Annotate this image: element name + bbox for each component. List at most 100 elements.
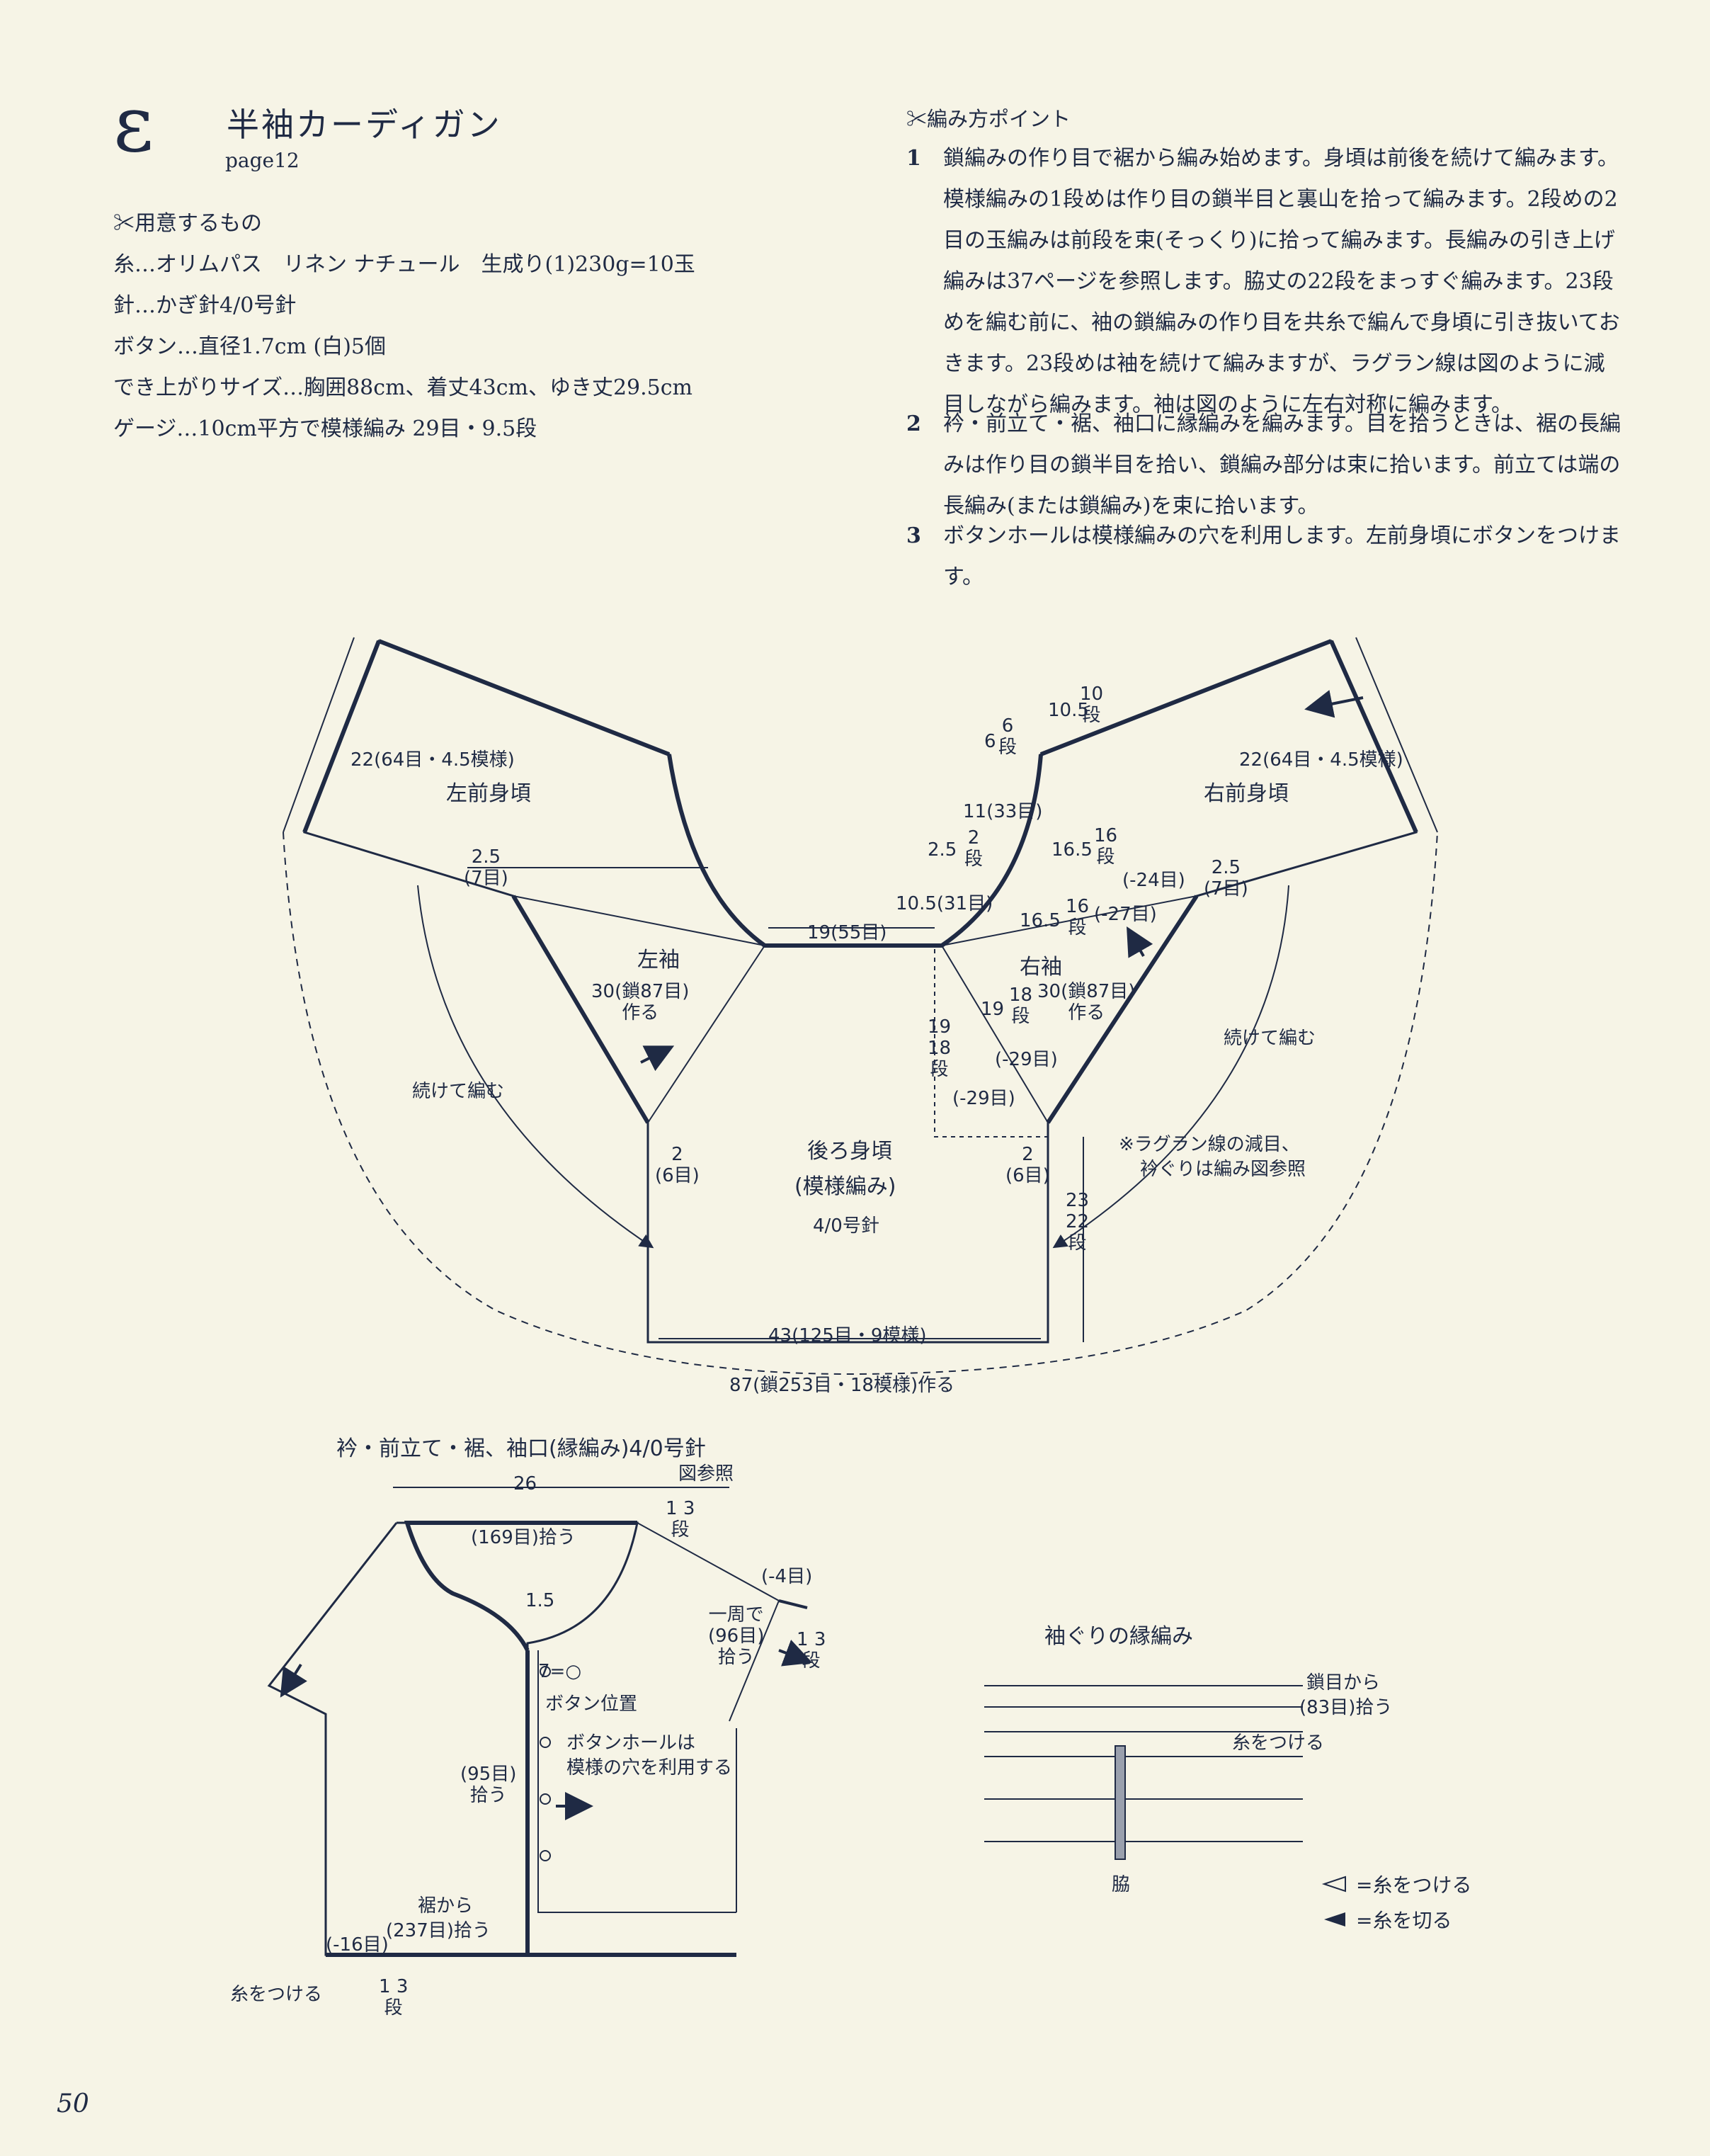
dim-count: 1 xyxy=(797,1629,809,1650)
dim-unit: 段 xyxy=(1068,1232,1087,1254)
dim-m29-b: (-29目) xyxy=(952,1088,1015,1109)
label-left-sleeve: 左袖 xyxy=(637,948,680,972)
dim-unit: 段 xyxy=(1096,846,1115,868)
dim-unit: 段 xyxy=(964,849,984,870)
dim-note: 作る xyxy=(1068,1002,1105,1023)
left-front-top xyxy=(377,639,671,756)
dim-sts: 30(鎖87目) xyxy=(1037,981,1136,1002)
note-neckline: 衿ぐりは編み図参照 xyxy=(1140,1159,1306,1180)
back-right-dim: 2(6目) xyxy=(1005,1144,1050,1186)
page-reference: page12 xyxy=(225,149,300,172)
edging-cuff-round: 一周で(96目)拾う xyxy=(708,1604,764,1668)
edging-width: 26 xyxy=(513,1473,537,1494)
attach-symbol xyxy=(1321,1876,1346,1893)
dim-rows: 6 xyxy=(1001,715,1014,737)
point-number: 1 xyxy=(906,146,921,171)
edging-hem-b: (237目)拾う xyxy=(386,1920,491,1941)
label-back: 後ろ身頃 xyxy=(807,1139,892,1164)
edging-buttonhole-a: ボタンホールは xyxy=(566,1732,696,1754)
legend-cut: =糸を切る xyxy=(1356,1909,1452,1932)
dim-sts: (6目) xyxy=(1005,1165,1050,1186)
dim-m27: (-27目) xyxy=(1094,904,1157,925)
raglan-left-sleeve xyxy=(511,895,650,1124)
dim-m24: (-24目) xyxy=(1122,870,1185,891)
dim-sts: 30(鎖87目) xyxy=(591,981,690,1002)
right-front-top xyxy=(1039,639,1333,756)
edging-hem-dec: (-16目) xyxy=(326,1934,389,1956)
pattern-title: 半袖カーディガン xyxy=(227,106,502,144)
edging-buttonhole-b: 模様の穴を利用する xyxy=(566,1757,733,1778)
dim-unit: 段 xyxy=(1082,705,1101,726)
dim-2-5: 2.5 xyxy=(928,839,957,861)
dim-rows: 16 xyxy=(1094,825,1118,846)
materials-buttons: ボタン…直径1.7cm (白)5個 xyxy=(113,334,386,359)
pattern-letter: ε xyxy=(113,79,154,169)
dim-11: 11(33目) xyxy=(963,801,1043,822)
cut-symbol xyxy=(1324,1912,1345,1927)
edging-title: 衿・前立て・裾、袖口(縁編み)4/0号針 xyxy=(336,1436,706,1461)
dim-count: 1 xyxy=(666,1498,678,1519)
dim-sts: (95目) xyxy=(460,1764,517,1785)
button-marker xyxy=(540,1793,551,1805)
point-number: 2 xyxy=(906,412,921,436)
label-right-front: 右前身頃 xyxy=(1204,781,1289,806)
edging-front-pick: (95目)拾う xyxy=(460,1764,516,1806)
rf-side-dim: 2.5(7目) xyxy=(1204,857,1248,900)
lf-side-dim: 2.5(7目) xyxy=(464,846,508,889)
materials-size: でき上がりサイズ…胸囲88cm、着丈43cm、ゆき丈29.5cm xyxy=(113,375,692,400)
dim-sts: (96目) xyxy=(708,1625,765,1647)
dim-note: 拾う xyxy=(469,1785,507,1806)
dim-note: 作る xyxy=(622,1002,659,1023)
dim-19-a: 19 xyxy=(981,999,1005,1020)
point-number: 3 xyxy=(906,523,921,548)
point-2: 2 衿・前立て・裾、袖口に縁編みを編みます。目を拾うときは、裾の長編みは作り目の… xyxy=(906,404,1621,527)
dim-cm: 2.5 xyxy=(471,846,501,868)
dim-16-5-b: 16.5 xyxy=(1020,910,1061,931)
point-text: ボタンホールは模様編みの穴を利用します。左前身頃にボタンをつけます。 xyxy=(943,523,1621,589)
dim-unit: 段 xyxy=(930,1059,949,1080)
back-left-dim: 2(6目) xyxy=(655,1144,700,1186)
right-front-edge xyxy=(1329,640,1418,834)
dim-cm: 2 xyxy=(671,1144,683,1165)
rs-length: 30(鎖87目)作る xyxy=(1037,981,1135,1023)
dim-rows: 2 xyxy=(967,827,980,849)
dim-6: 6 xyxy=(984,731,996,752)
dim-unit: 段 xyxy=(1068,917,1087,938)
back-neck-dim: 19(55目) xyxy=(807,922,887,943)
label-right-sleeve: 右袖 xyxy=(1020,955,1062,980)
ls-length: 30(鎖87目)作る xyxy=(591,981,689,1023)
left-front-edge xyxy=(302,640,381,834)
point-3: 3 ボタンホールは模様編みの穴を利用します。左前身頃にボタンをつけます。 xyxy=(906,516,1621,598)
materials-needle: 針…かぎ針4/0号針 xyxy=(113,293,297,318)
edging-hem-a: 裾から xyxy=(418,1895,474,1917)
button-marker xyxy=(540,1666,551,1677)
point-1: 1 鎖編みの作り目で裾から編み始めます。身頃は前後を続けて編みます。模様編みの1… xyxy=(906,138,1621,426)
edging-attach: 糸をつける xyxy=(230,1984,323,2005)
materials-yarn: 糸…オリムパス リネン ナチュール 生成り(1)230g=10玉 xyxy=(113,252,695,277)
dim-unit: 段 xyxy=(671,1519,690,1541)
dim-cm: 23 xyxy=(1066,1190,1090,1211)
dim-10-5: 10.5 xyxy=(1048,700,1089,721)
dim-rows: 22 xyxy=(1066,1211,1090,1232)
edging-top-1-5: 1.5 xyxy=(525,1590,555,1611)
note-raglan: ※ラグラン線の減目、 xyxy=(1119,1134,1300,1155)
total-width-dashed xyxy=(283,832,1438,1375)
dim-rows: 18 xyxy=(1009,985,1033,1006)
dim-unit: 段 xyxy=(384,1997,403,2019)
dim-m29-a: (-29目) xyxy=(995,1049,1058,1070)
point-text: 鎖編みの作り目で裾から編み始めます。身頃は前後を続けて編みます。模様編みの1段め… xyxy=(943,146,1620,417)
button-marker xyxy=(540,1737,551,1748)
dim-rows: 16 xyxy=(1066,896,1090,917)
page-number: 50 xyxy=(57,2089,89,2118)
